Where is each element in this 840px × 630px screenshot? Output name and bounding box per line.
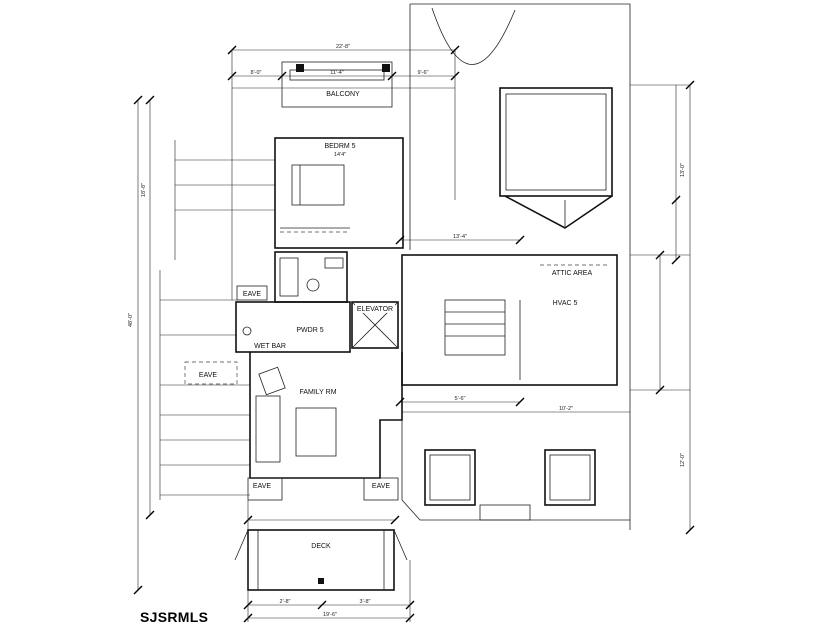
- bedroom-size: 14'4": [334, 152, 346, 158]
- bedroom-5: BEDRM 5 14'4": [274, 137, 404, 249]
- mid-c-dim: 10'-2": [559, 406, 573, 412]
- bottom-a-dim: 2'-8": [280, 599, 291, 605]
- powder-room: PWDR 5 WET BAR: [235, 301, 351, 353]
- top-c-dim: 9'-6": [418, 70, 429, 76]
- wet-bar-label: WET BAR: [254, 343, 286, 350]
- balcony: BALCONY: [281, 61, 393, 108]
- bottom-overall-dim: 19'-6": [323, 612, 337, 618]
- family-label: FAMILY RM: [299, 389, 336, 396]
- elevator-label: ELEVATOR: [357, 306, 393, 313]
- roof-gable-outline: [409, 3, 631, 530]
- left-overall-dim: 48'-0": [128, 313, 134, 327]
- balcony-label: BALCONY: [326, 91, 360, 98]
- watermark: SJSRMLS: [140, 609, 209, 625]
- stair-attic: ATTIC AREA HVAC 5: [401, 254, 618, 386]
- eave-bottom-left-label: EAVE: [253, 483, 271, 490]
- hvac-label: HVAC 5: [553, 300, 578, 307]
- chair-icon: [258, 366, 286, 396]
- sofa-icon: [255, 395, 281, 463]
- lower-right-roofs: [401, 420, 630, 521]
- toilet-icon: [306, 278, 320, 292]
- attic-label: ATTIC AREA: [552, 270, 593, 277]
- left-dimensions: 48'-0" 18'-8": [128, 95, 276, 595]
- right-upper-dim: 13'-0": [680, 163, 686, 177]
- mid-a-dim: 13'-4": [453, 234, 467, 240]
- top-b-dim: 11'-4": [330, 70, 344, 76]
- bedroom-label: BEDRM 5: [324, 143, 355, 150]
- eaves: EAVE EAVE EAVE EAVE: [184, 285, 399, 501]
- deck-label: DECK: [311, 543, 331, 550]
- mid-b-dim: 5'-6": [455, 396, 466, 402]
- eave-upper-label: EAVE: [243, 291, 261, 298]
- table-icon: [295, 407, 337, 457]
- top-dimensions: 22'-8" 8'-0" 11'-4" 9'-6": [227, 44, 460, 300]
- bottom-dimensions: 19'-6" 2'-8" 3'-8": [243, 500, 415, 623]
- corner-markers: [296, 64, 390, 584]
- powder-label: PWDR 5: [296, 327, 323, 334]
- top-a-dim: 8'-0": [251, 70, 262, 76]
- bath-block: [274, 251, 348, 303]
- eave-bottom-right-label: EAVE: [372, 483, 390, 490]
- right-lower-dim: 12'-0": [680, 453, 686, 467]
- middle-dimensions: 13'-4" 5'-6" 10'-2": [395, 234, 630, 413]
- elevator: ELEVATOR: [351, 301, 399, 349]
- eave-left-label: EAVE: [199, 372, 217, 379]
- family-room: FAMILY RM: [249, 352, 403, 479]
- top-overall-dim: 22'-8": [336, 44, 350, 50]
- right-dimensions: 13'-0" 12'-0": [630, 80, 695, 535]
- bed-icon: [291, 164, 345, 206]
- left-a-dim: 18'-8": [141, 183, 147, 197]
- bottom-b-dim: 3'-8": [360, 599, 371, 605]
